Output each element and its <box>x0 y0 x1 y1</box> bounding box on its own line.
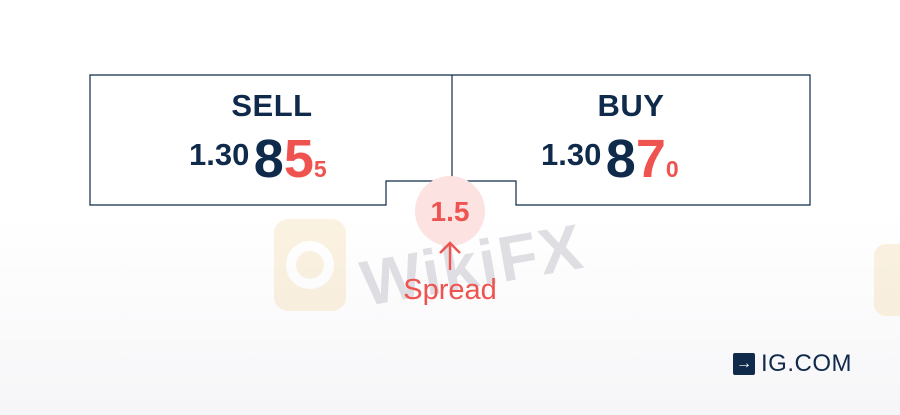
buy-price-prefix: 1.30 <box>541 137 602 172</box>
buy-price-big: 8 <box>605 129 636 189</box>
buy-price-tiny: 0 <box>665 156 679 182</box>
sell-label: SELL <box>231 88 313 123</box>
sell-price-prefix: 1.30 <box>189 137 250 172</box>
brand-logo: → IG.COM <box>733 350 852 378</box>
wikifx-logo-watermark-right-icon <box>874 244 900 316</box>
arrow-up-icon <box>439 241 461 270</box>
sell-price-tiny: 5 <box>313 156 327 182</box>
arrow-right-box-icon: → <box>733 353 755 375</box>
spread-label: Spread <box>403 274 497 306</box>
sell-price-big-red: 5 <box>283 129 314 189</box>
buy-price-big-red: 7 <box>635 129 666 189</box>
spread-circle <box>415 176 485 246</box>
buy-label: BUY <box>597 88 665 123</box>
wikifx-logo-watermark-icon <box>274 219 346 311</box>
buy-price: 1.30 870 <box>541 128 679 190</box>
sell-price: 1.30 855 <box>189 128 327 190</box>
brand-text: IG.COM <box>761 350 852 377</box>
spread-value: 1.5 <box>430 196 470 227</box>
sell-price-big: 8 <box>253 129 284 189</box>
